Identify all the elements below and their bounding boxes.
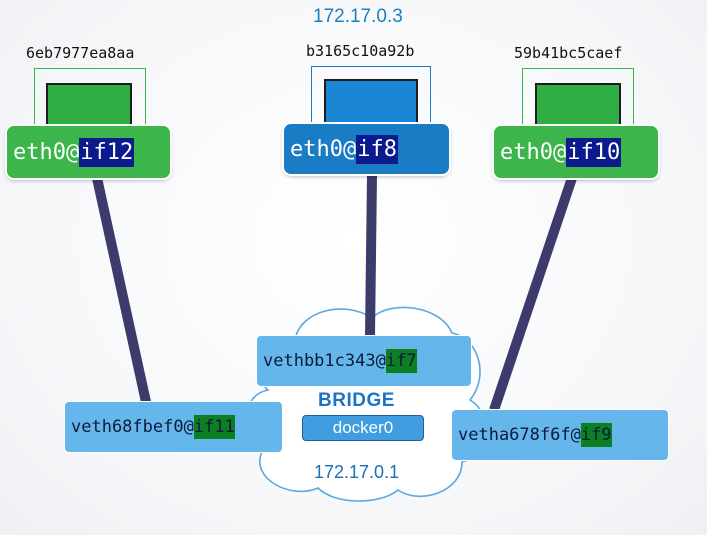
bridge-ip-label: 172.17.0.1 [314,462,400,482]
veth-interface: vethbb1c343@if7 [257,336,471,386]
veth-interface: veth68fbef0@if11 [65,402,282,452]
container-id-label: b3165c10a92b [306,42,415,60]
container-id-label: 59b41bc5caef [514,44,623,62]
interface-peer-index: if12 [79,137,135,167]
interface-peer-index: if10 [566,137,622,167]
interface-name: eth0@ [500,139,567,165]
container-id-label: 6eb7977ea8aa [26,44,135,62]
docker0-interface: docker0 [302,415,424,441]
container-screen [324,79,418,129]
veth-name: vetha678f6f@ [458,425,581,445]
container-box [34,68,146,130]
interface-name: eth0@ [290,136,357,162]
bridge-label: BRIDGE [318,390,395,411]
link-6eb7977ea8aa [92,176,151,404]
container-interface-eth0: eth0@if8 [284,124,449,174]
veth-peer-index: if7 [385,349,417,373]
veth-peer-index: if9 [580,423,612,447]
container-screen [46,83,132,129]
container-box [522,68,634,130]
container-ip-label: 172.17.0.3 [313,6,403,27]
veth-name: vethbb1c343@ [263,351,386,371]
link-b3165c10a92b [365,174,377,337]
veth-name: veth68fbef0@ [71,417,194,437]
interface-peer-index: if8 [356,134,398,164]
interface-name: eth0@ [13,139,80,165]
container-interface-eth0: eth0@if10 [494,126,658,178]
container-screen [535,83,621,129]
veth-peer-index: if11 [193,415,235,439]
container-interface-eth0: eth0@if12 [7,126,170,178]
veth-interface: vetha678f6f@if9 [452,410,668,460]
link-59b41bc5caef [489,176,577,412]
container-box [311,66,431,130]
